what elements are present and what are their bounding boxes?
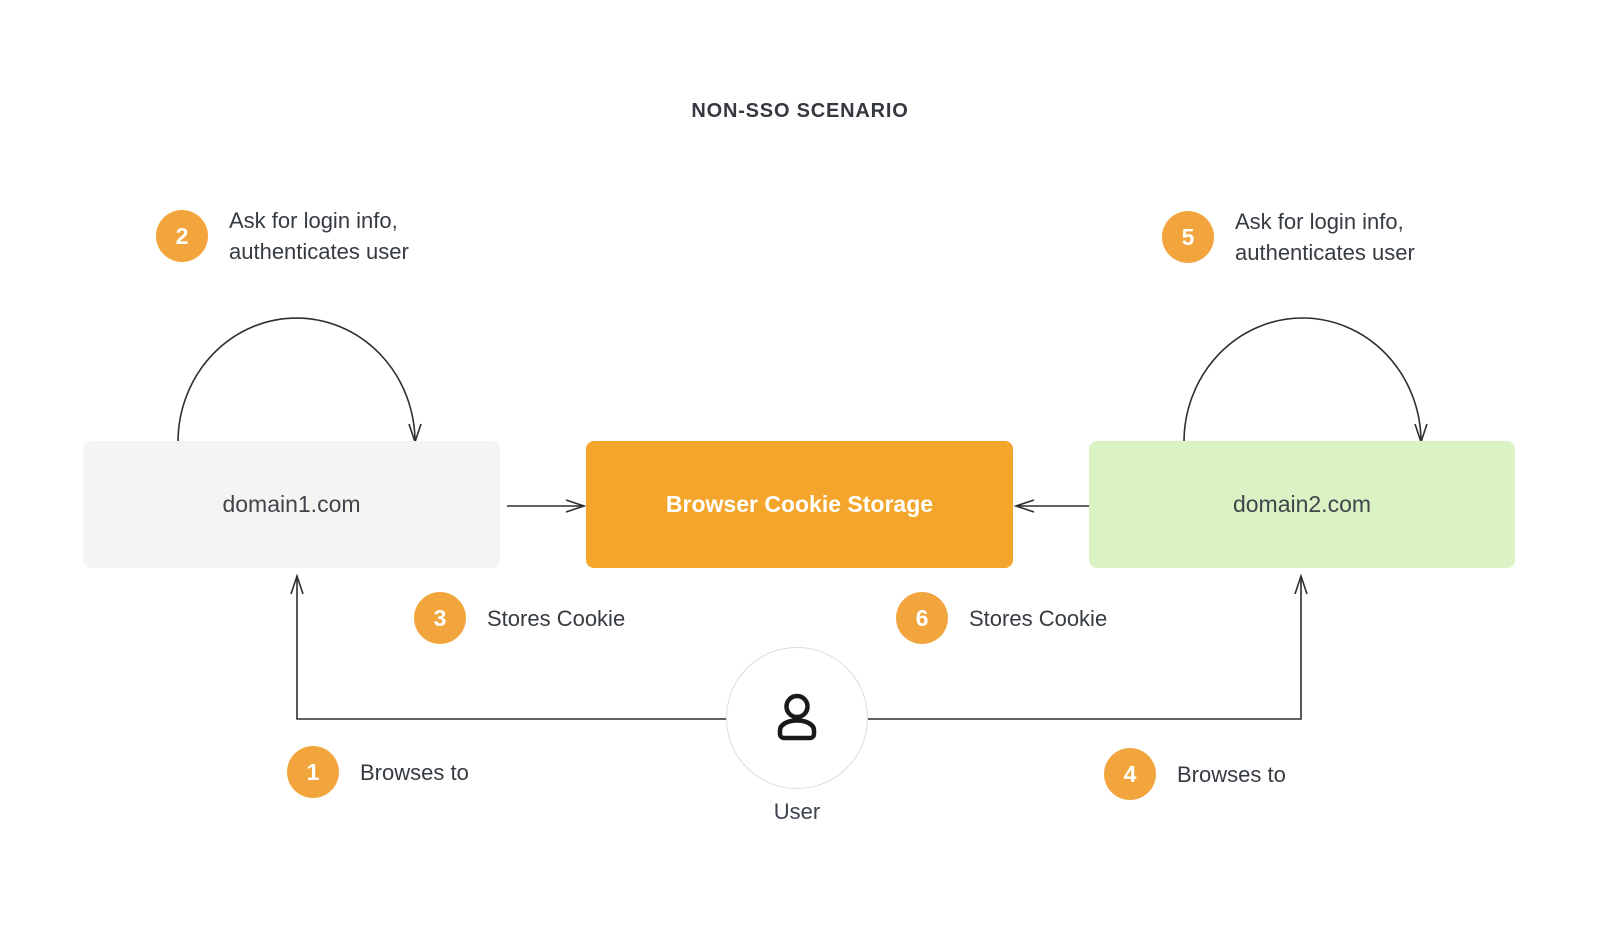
user-node: User — [726, 647, 868, 825]
step-6-label: Stores Cookie — [969, 605, 1108, 631]
arrow-domain2-self-loop — [1183, 317, 1428, 445]
step-6-stores-cookie: 6 Stores Cookie — [896, 592, 1107, 644]
cookie-storage-label: Browser Cookie Storage — [665, 491, 934, 517]
step-4-browses-to: 4 Browses to — [1104, 748, 1286, 800]
person-icon — [777, 693, 817, 741]
step-6-badge: 6 — [896, 592, 948, 644]
user-label: User — [773, 799, 821, 824]
step-2-label: Ask for login info, authenticates user — [229, 208, 409, 264]
diagram-title: NON-SSO SCENARIO — [691, 100, 909, 122]
browser-cookie-storage-node: Browser Cookie Storage — [586, 441, 1013, 568]
step-3-badge: 3 — [414, 592, 466, 644]
arrow-user-to-domain1 — [290, 573, 730, 720]
arrow-domain1-self-loop — [177, 317, 422, 445]
user-avatar-circle — [726, 647, 868, 789]
domain1-node: domain1.com — [83, 441, 500, 568]
domain1-label: domain1.com — [222, 491, 361, 517]
step-3-label: Stores Cookie — [487, 605, 626, 631]
step-5-badge: 5 — [1162, 211, 1214, 263]
step-1-label: Browses to — [360, 759, 469, 785]
step-4-badge: 4 — [1104, 748, 1156, 800]
step-3-stores-cookie: 3 Stores Cookie — [414, 592, 625, 644]
step-1-badge: 1 — [287, 746, 339, 798]
step-4-label: Browses to — [1177, 761, 1286, 787]
step-2-ask-login: 2 Ask for login info, authenticates user — [156, 205, 409, 267]
step-5-label: Ask for login info, authenticates user — [1235, 209, 1415, 265]
step-2-badge: 2 — [156, 210, 208, 262]
step-1-browses-to: 1 Browses to — [287, 746, 469, 798]
domain2-label: domain2.com — [1232, 491, 1372, 517]
arrow-user-to-domain2 — [864, 573, 1308, 720]
domain2-node: domain2.com — [1089, 441, 1515, 568]
step-5-ask-login: 5 Ask for login info, authenticates user — [1162, 206, 1415, 268]
